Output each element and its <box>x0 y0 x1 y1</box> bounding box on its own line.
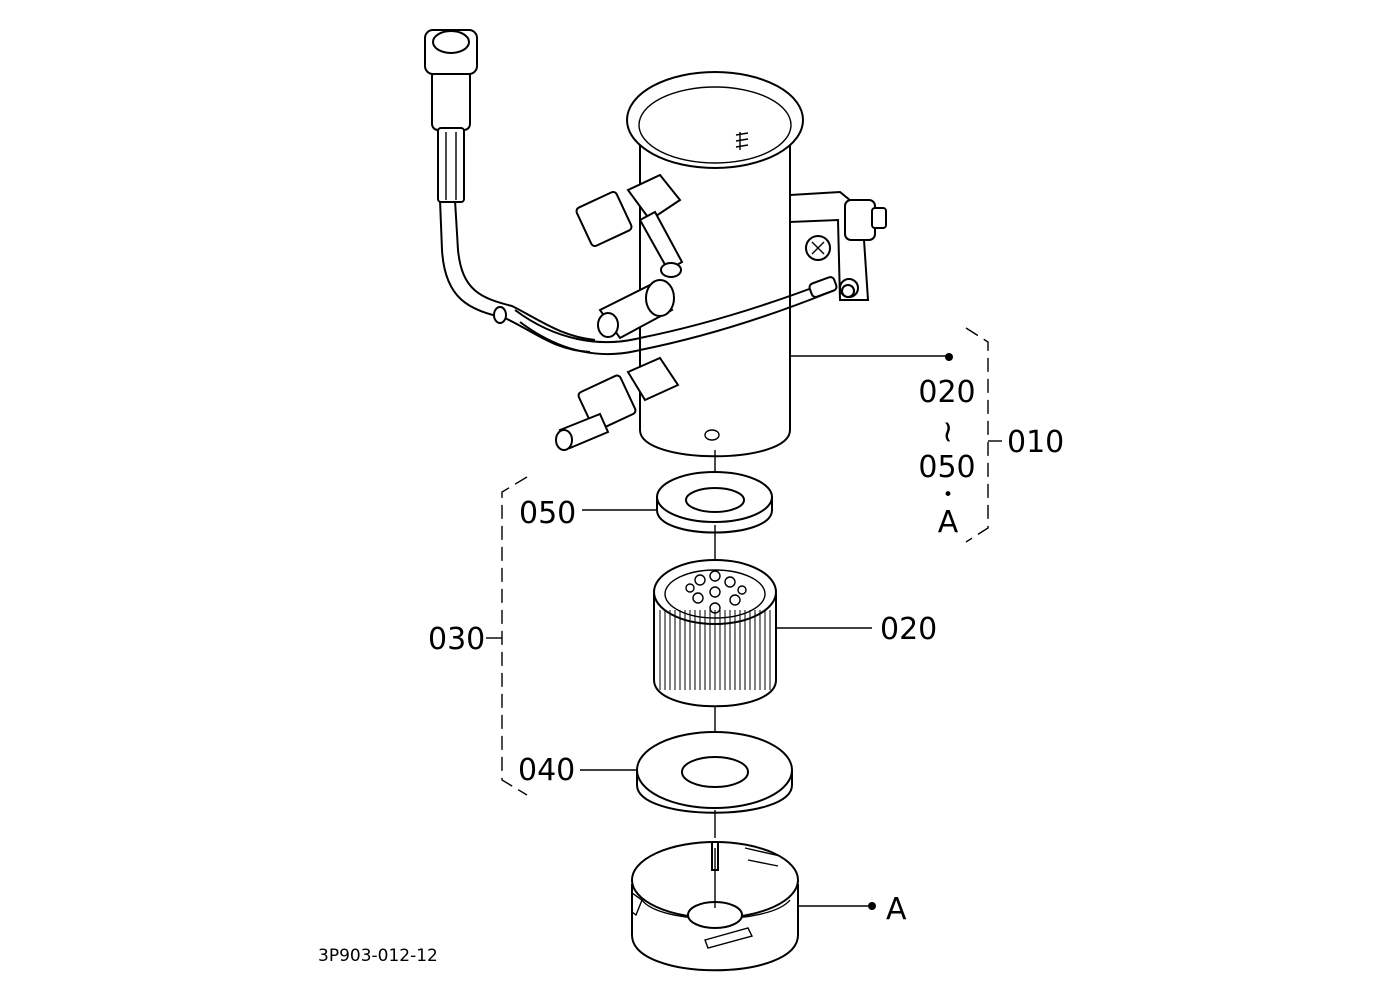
label-gasket-top: 050 <box>519 496 576 531</box>
wire-harness <box>439 199 855 356</box>
label-range-tilde: ~ <box>930 419 965 444</box>
gasket-bottom <box>636 731 793 814</box>
label-assembly-ref: A <box>938 505 959 540</box>
filter-pleats <box>659 610 771 690</box>
label-assembly: 010 <box>1007 425 1064 460</box>
pump-cylinder <box>626 71 804 458</box>
diagram-caption: 3P903-012-12 <box>318 946 438 966</box>
middle-fuel-fitting <box>597 279 675 340</box>
lower-fuel-fitting <box>555 356 680 451</box>
filter-element <box>653 559 777 708</box>
label-filter-element: 020 <box>880 612 937 647</box>
label-cap-ref: A <box>886 892 907 927</box>
label-bullet: • <box>943 485 953 505</box>
fuel-pump-assembly <box>424 29 887 458</box>
upper-fuel-fitting <box>575 173 684 278</box>
label-kit: 030 <box>428 622 485 657</box>
label-range-top: 020 <box>918 375 975 410</box>
label-gasket-bottom: 040 <box>518 753 575 788</box>
leader-dot-cap <box>868 902 876 910</box>
filter-holes <box>685 570 747 614</box>
leader-lines <box>486 327 1002 910</box>
leader-dot-assembly <box>945 353 953 361</box>
gasket-top <box>656 471 773 534</box>
label-range-bottom: 050 <box>918 450 975 485</box>
mounting-bracket <box>789 190 887 301</box>
callout-labels: 020 ~ 050 • A 010 030 050 020 040 A <box>428 375 1064 927</box>
electrical-connector <box>424 29 478 203</box>
